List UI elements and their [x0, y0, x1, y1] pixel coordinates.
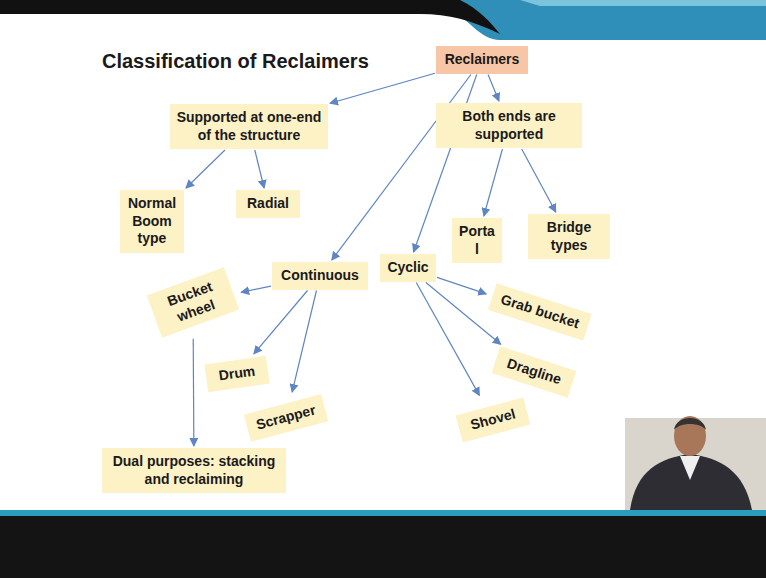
arrow-connector	[484, 149, 503, 216]
category-box: Continuous	[272, 262, 368, 290]
box-label: Cyclic	[386, 259, 430, 277]
category-box: Porta l	[452, 218, 502, 263]
box-label: Drum	[211, 362, 263, 386]
top-stripe	[520, 0, 766, 6]
bottom-band	[0, 516, 766, 578]
arrow-connector	[255, 150, 264, 188]
category-box: Shovel	[456, 397, 531, 442]
category-box: Cyclic	[380, 254, 436, 282]
box-label: Both ends are supported	[442, 108, 576, 143]
arrow-connector	[522, 149, 556, 212]
arrow-connector	[292, 291, 316, 393]
bottom-line	[0, 510, 766, 516]
category-box: Both ends are supported	[436, 103, 582, 148]
presenter-head	[674, 416, 706, 456]
arrow-connector	[437, 277, 486, 293]
top-curve	[0, 0, 500, 34]
box-label: Shovel	[463, 404, 524, 436]
top-ground	[0, 0, 766, 40]
box-label: Scrapper	[251, 400, 321, 435]
category-box: Bridge types	[528, 214, 610, 259]
arrow-connector	[488, 75, 499, 102]
box-label: Continuous	[278, 267, 362, 285]
arrow-connector	[193, 339, 195, 446]
box-label: Bridge types	[534, 219, 604, 254]
presenter	[625, 416, 766, 510]
category-box: Bucket wheel	[147, 267, 239, 337]
box-label: Grab bucket	[495, 290, 584, 334]
arrow-connector	[186, 150, 225, 188]
box-label: Porta l	[458, 223, 496, 258]
arrow-connector	[254, 291, 308, 354]
presenter-hair	[674, 418, 706, 430]
category-box: Normal Boom type	[120, 190, 184, 253]
box-label: Reclaimers	[442, 51, 522, 69]
box-label: Dual purposes: stacking and reclaiming	[108, 453, 280, 488]
category-box: Drum	[204, 356, 269, 392]
box-label: Bucket wheel	[154, 274, 232, 331]
arrow-connector	[330, 73, 435, 103]
box-label: Dragline	[499, 353, 569, 391]
category-box: Dual purposes: stacking and reclaiming	[102, 448, 286, 493]
presenter-shirt	[680, 456, 700, 480]
category-box: Supported at one-end of the structure	[170, 104, 328, 149]
box-label: Normal Boom type	[126, 195, 178, 248]
box-label: Supported at one-end of the structure	[176, 109, 322, 144]
presenter-suit	[630, 454, 752, 510]
root-box: Reclaimers	[436, 46, 528, 74]
category-box: Radial	[236, 190, 300, 218]
category-box: Dragline	[492, 346, 577, 397]
box-label: Radial	[242, 195, 294, 213]
top-band	[440, 0, 766, 40]
category-box: Scrapper	[244, 394, 328, 441]
slide-title: Classification of Reclaimers	[102, 50, 369, 73]
arrow-connector	[426, 283, 501, 345]
arrow-connector	[416, 283, 479, 396]
category-box: Grab bucket	[488, 283, 592, 340]
arrow-connector	[241, 286, 271, 292]
